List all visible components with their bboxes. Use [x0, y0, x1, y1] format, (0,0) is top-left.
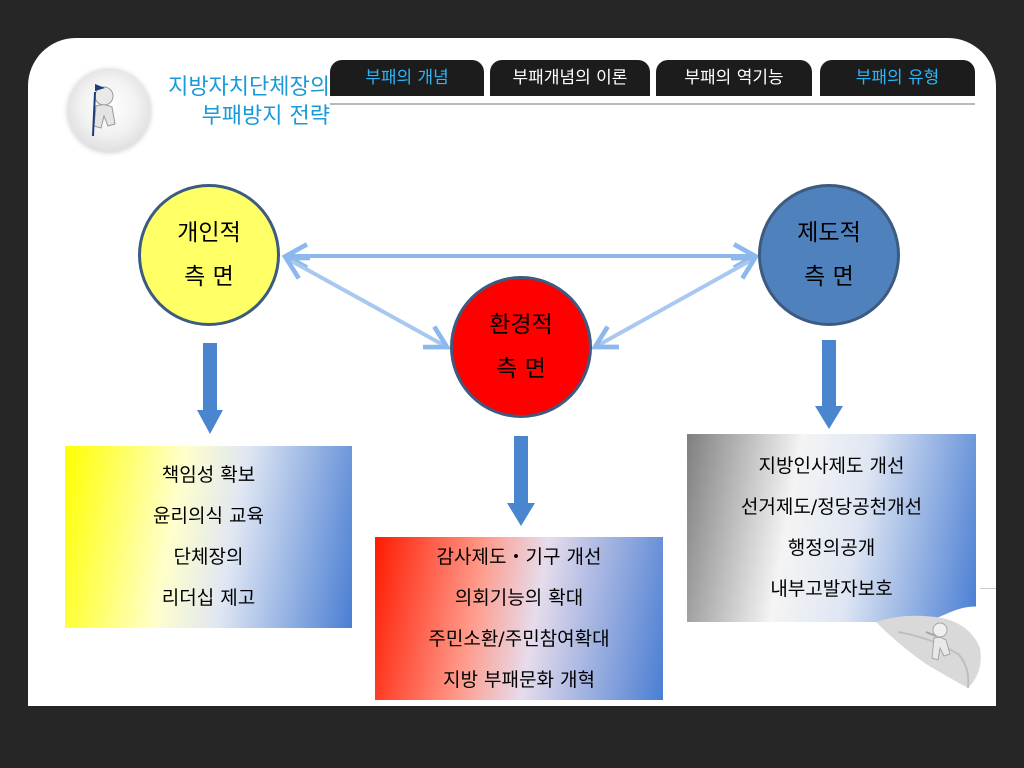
- institutional-aspect-label: 제도적: [797, 220, 861, 246]
- environmental-measures-box: 감사제도・기구 개선 의회기능의 확대 주민소환/주민참여확대 지방 부패문화 …: [375, 537, 663, 700]
- individual-aspect-label: 개인적: [177, 220, 241, 246]
- tab-underline: [330, 103, 975, 105]
- environmental-aspect-sublabel: 측 면: [496, 356, 546, 382]
- individual-measure-item: 리더십 제고: [161, 587, 256, 609]
- person-figure-icon: [92, 84, 116, 137]
- individual-measures-box: 책임성 확보 윤리의식 교육 단체장의 리더십 제고: [65, 446, 352, 628]
- institutional-aspect-sublabel: 측 면: [804, 264, 854, 290]
- institutional-measure-item: 선거제도/정당공천개선: [740, 496, 923, 518]
- page-title: 지방자치단체장의 부패방지 전략: [116, 73, 330, 131]
- individual-aspect-node: 개인적 측 면: [138, 184, 280, 326]
- down-arrow-individual: [197, 343, 223, 434]
- institutional-measure-item: 지방인사제도 개선: [758, 455, 905, 477]
- tab-dysfunction[interactable]: 부패의 역기능: [656, 60, 812, 96]
- institutional-measure-item: 행정의공개: [787, 537, 876, 559]
- connector-individual-environmental: [286, 258, 447, 347]
- institutional-aspect-node: 제도적 측 면: [758, 184, 900, 326]
- environmental-aspect-node: 환경적 측 면: [450, 276, 592, 418]
- individual-aspect-sublabel: 측 면: [184, 264, 234, 290]
- down-arrow-institutional: [815, 340, 843, 429]
- individual-measure-item: 윤리의식 교육: [153, 505, 264, 527]
- environmental-measure-item: 감사제도・기구 개선: [436, 545, 602, 568]
- page-curl-figure-icon: [876, 588, 996, 706]
- connector-institutional-environmental: [595, 258, 755, 347]
- tab-concept[interactable]: 부패의 개념: [330, 60, 484, 96]
- tab-theory[interactable]: 부패개념의 이론: [490, 60, 650, 96]
- title-line-2: 부패방지 전략: [201, 104, 330, 129]
- individual-measure-item: 단체장의: [173, 546, 244, 568]
- individual-measure-item: 책임성 확보: [161, 464, 256, 486]
- environmental-measure-item: 주민소환/주민참여확대: [428, 627, 610, 650]
- institutional-measure-item: 내부고발자보호: [770, 578, 893, 600]
- figure-logo: [68, 70, 150, 152]
- environmental-measure-item: 의회기능의 확대: [454, 586, 584, 609]
- tab-types[interactable]: 부패의 유형: [820, 60, 975, 96]
- institutional-measures-box: 지방인사제도 개선 선거제도/정당공천개선 행정의공개 내부고발자보호: [687, 434, 976, 622]
- environmental-measure-item: 지방 부패문화 개혁: [443, 668, 595, 691]
- environmental-aspect-label: 환경적: [489, 312, 553, 338]
- down-arrow-environmental: [507, 436, 535, 526]
- title-line-1: 지방자치단체장의: [168, 75, 330, 100]
